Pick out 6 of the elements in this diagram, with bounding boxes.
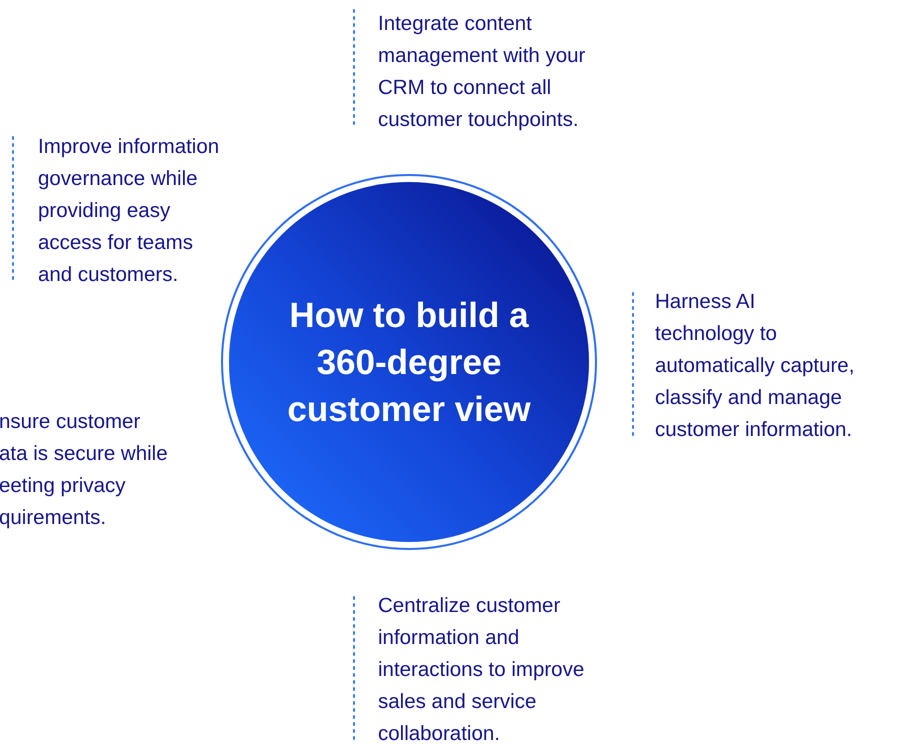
description-text: nsure customer ata is secure while eeting privacy quirements. [0,409,168,531]
description-text: Integrate content management with your CRM to connect all customer touchpoints. [378,11,586,133]
description-text: Improve information governance while providing easy access for teams and customers. [38,134,220,288]
description-text: Harness AI technology to automatically capture, classify and manage customer information. [655,289,854,443]
description-text: Centralize customer information and interactions to improve sales and service collaboration. [378,593,584,744]
title-text: How to build a 360-degree customer view [286,294,532,430]
